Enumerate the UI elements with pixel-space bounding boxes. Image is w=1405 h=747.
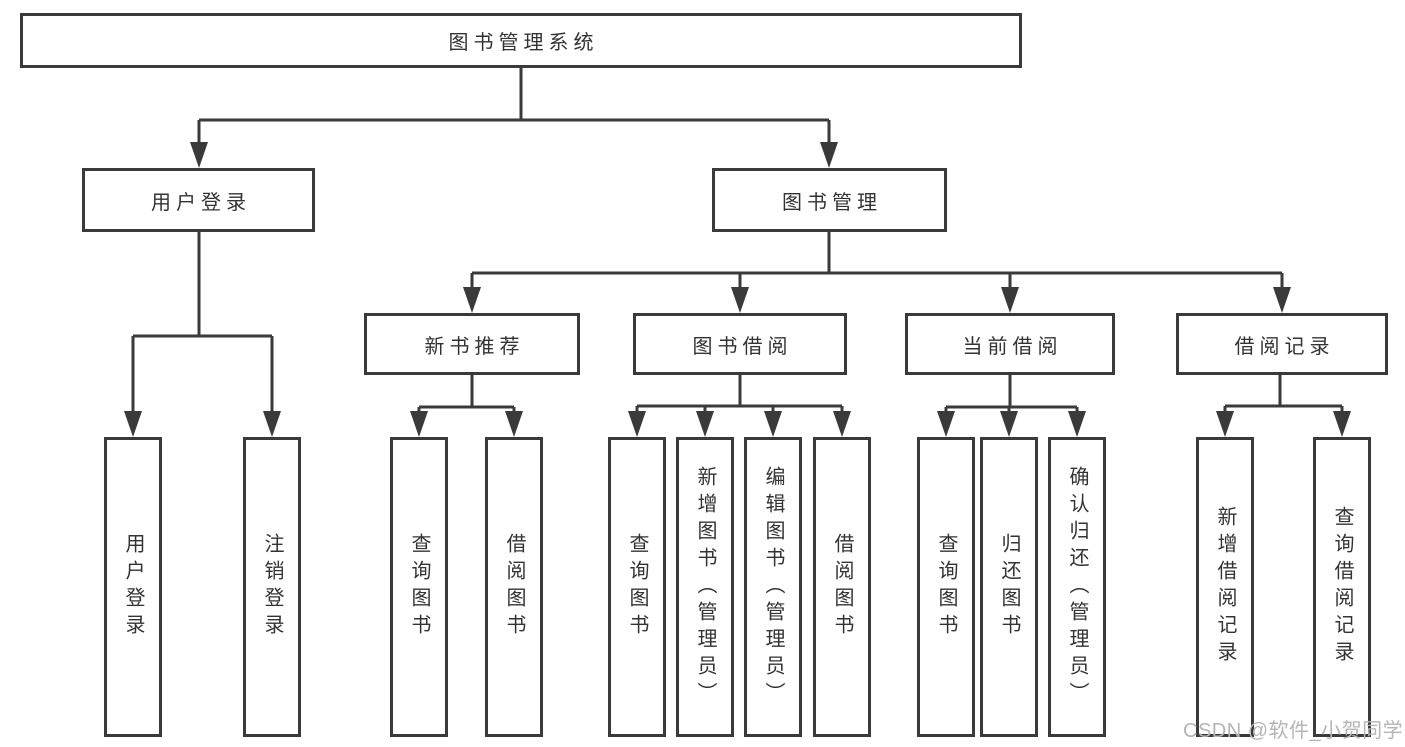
node-book-management: 图书管理 [712, 168, 947, 232]
node-user-login: 用户登录 [82, 168, 315, 232]
leaf-borrow-book: 借阅图书 [813, 437, 871, 737]
leaf-recommend-borrow-book: 借阅图书 [485, 437, 543, 737]
leaf-add-book-admin: 新增图书（管理员） [676, 437, 734, 737]
leaf-recommend-query-book: 查询图书 [390, 437, 448, 737]
leaf-borrow-query-book: 查询图书 [608, 437, 666, 737]
leaf-logout: 注销登录 [243, 437, 301, 737]
node-book-borrow: 图书借阅 [633, 313, 847, 375]
csdn-watermark: CSDN @软件_小贺同学 [1183, 720, 1404, 742]
node-new-book-recommend: 新书推荐 [364, 313, 580, 375]
leaf-return-book: 归还图书 [980, 437, 1038, 737]
leaf-user-login: 用户登录 [104, 437, 162, 737]
leaf-edit-book-admin: 编辑图书（管理员） [744, 437, 802, 737]
leaf-query-borrow-record: 查询借阅记录 [1313, 437, 1371, 737]
leaf-current-query-book: 查询图书 [917, 437, 975, 737]
node-borrow-record: 借阅记录 [1176, 313, 1388, 375]
node-root: 图书管理系统 [20, 13, 1022, 68]
node-current-borrow: 当前借阅 [905, 313, 1115, 375]
leaf-confirm-return-admin: 确认归还（管理员） [1048, 437, 1106, 737]
leaf-add-borrow-record: 新增借阅记录 [1196, 437, 1254, 737]
